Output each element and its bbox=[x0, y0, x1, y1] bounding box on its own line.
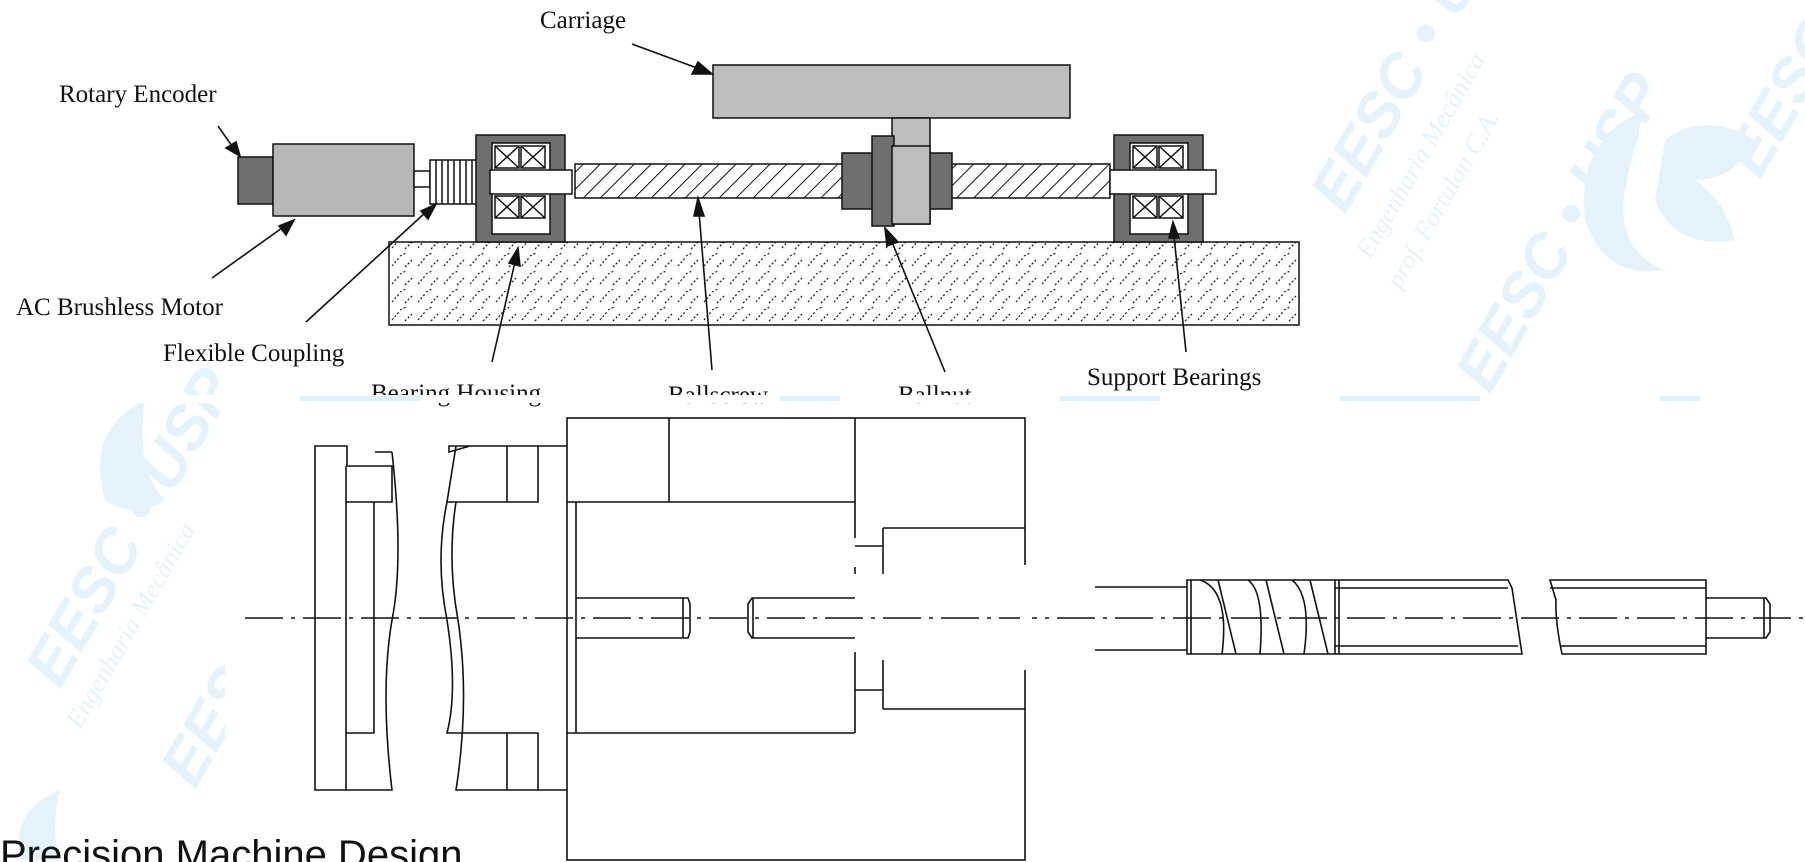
leader-lines bbox=[211, 43, 1187, 373]
label-carriage: Carriage bbox=[540, 7, 626, 34]
motor-shaft bbox=[413, 170, 431, 188]
shaft-right bbox=[1109, 169, 1217, 195]
carriage-top-plate bbox=[712, 64, 1071, 119]
label-flexible-coupling: Flexible Coupling bbox=[163, 340, 345, 367]
rotary-encoder bbox=[237, 156, 274, 205]
footer-title-bar: Precision Machine Design bbox=[0, 828, 462, 862]
shaft-left bbox=[489, 169, 573, 195]
label-rotary-encoder: Rotary Encoder bbox=[59, 81, 217, 108]
motor-shaft-stub bbox=[576, 597, 855, 639]
ac-brushless-motor bbox=[272, 143, 415, 217]
seam-watermark-strip bbox=[300, 396, 1700, 401]
bottom-drawing bbox=[245, 417, 1805, 861]
footer-title: Precision Machine Design bbox=[0, 833, 463, 862]
label-ac-brushless-motor: AC Brushless Motor bbox=[16, 294, 224, 321]
image-seam bbox=[0, 395, 1805, 403]
machine-base bbox=[388, 241, 1300, 326]
watermark-emblem bbox=[18, 110, 1755, 860]
watermark-text-main-2: EESC • USP bbox=[1712, 0, 1805, 187]
ballnut bbox=[841, 135, 953, 227]
drawing-panel bbox=[225, 395, 1805, 862]
screw-shaft bbox=[1095, 579, 1771, 655]
coupling-disc-right bbox=[440, 445, 567, 791]
top-diagram bbox=[237, 64, 1300, 326]
motor-flange bbox=[566, 417, 1026, 861]
label-support-bearings: Support Bearings bbox=[1087, 364, 1261, 391]
coupling-disc-left bbox=[314, 445, 399, 791]
